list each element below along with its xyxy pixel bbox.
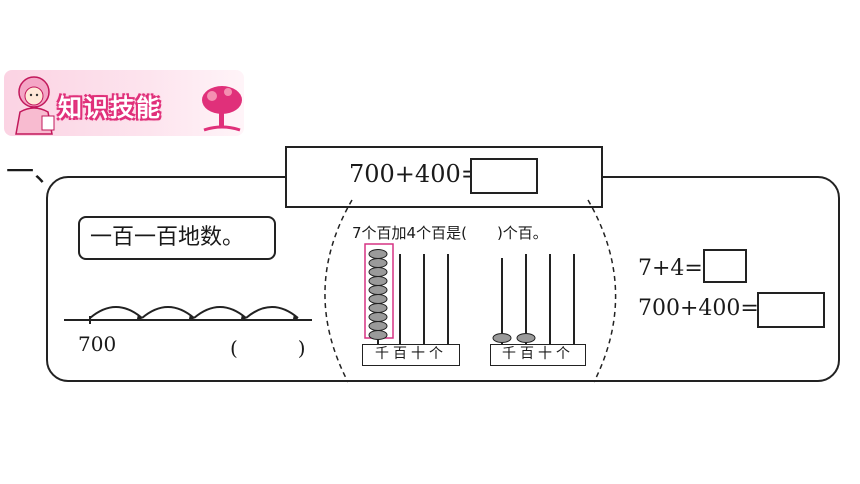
section-title: 知识技能 xyxy=(58,94,162,122)
girl-mascot-icon xyxy=(15,76,55,135)
abacus-bead xyxy=(368,249,388,259)
abacus-bead xyxy=(368,312,388,322)
right-answer-box-2[interactable] xyxy=(757,292,825,328)
abacus-bead xyxy=(368,267,388,277)
count-label: 一百一百地数。 xyxy=(90,225,245,250)
abacus-bead xyxy=(492,333,512,343)
abacus-prompt: 7个百加4个百是( )个百。 xyxy=(352,224,548,242)
abacus-right-label: 千百十个 xyxy=(490,344,586,366)
tree-icon xyxy=(202,86,242,132)
number-line-start: 700 xyxy=(78,332,117,356)
right-answer-box-1[interactable] xyxy=(703,249,747,283)
number-line-blank[interactable]: ( ) xyxy=(230,336,306,360)
abacus-bead xyxy=(368,303,388,313)
right-equation-2: 700+400= xyxy=(638,296,759,321)
abacus-bead xyxy=(368,258,388,268)
count-label-box: 一百一百地数。 xyxy=(78,216,276,260)
abacus-bead xyxy=(516,333,536,343)
top-equation-box xyxy=(285,146,603,208)
abacus-bead xyxy=(368,330,388,340)
abacus-bead xyxy=(368,276,388,286)
abacus-bead xyxy=(368,294,388,304)
top-equation: 700+400= xyxy=(349,160,481,188)
top-answer-box[interactable] xyxy=(470,158,538,194)
abacus-bead xyxy=(368,321,388,331)
abacus-left-label: 千百十个 xyxy=(362,344,460,366)
right-equation-1: 7+4= xyxy=(638,256,703,281)
number-line xyxy=(64,306,312,324)
abacus-bead xyxy=(368,285,388,295)
abacus-pair xyxy=(364,243,575,344)
